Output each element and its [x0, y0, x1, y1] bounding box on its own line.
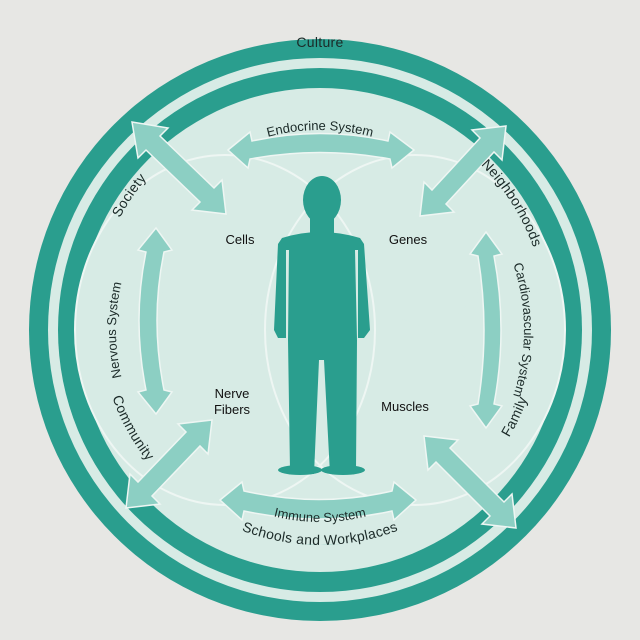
right-double-arrow-icon [468, 230, 504, 430]
inner-label-immune: Immune System [273, 505, 367, 525]
label-muscles: Muscles [381, 399, 429, 414]
label-cells: Cells [226, 232, 255, 247]
person-silhouette-icon [274, 176, 370, 475]
label-nerve: Nerve [215, 386, 250, 401]
top-double-arrow-icon [226, 130, 416, 170]
inner-label-nervous-path: Nervous System [104, 280, 124, 380]
left-double-arrow-icon [136, 226, 174, 416]
upper-right-diagonal-arrow-icon [419, 125, 507, 217]
inner-label-immune-path: Immune System [273, 505, 367, 525]
bottom-double-arrow-icon [218, 480, 418, 522]
inner-label-endocrine: Endocrine System [265, 118, 375, 140]
label-fibers: Fibers [214, 402, 251, 417]
outer-label-culture: Culture [296, 34, 343, 50]
inner-label-nervous: Nervous System [104, 280, 124, 380]
inner-label-endocrine-path: Endocrine System [265, 118, 375, 140]
lower-left-diagonal-arrow-icon [125, 419, 213, 509]
label-genes: Genes [389, 232, 428, 247]
lower-right-diagonal-arrow-icon [423, 435, 517, 529]
upper-left-diagonal-arrow-icon [131, 121, 227, 215]
